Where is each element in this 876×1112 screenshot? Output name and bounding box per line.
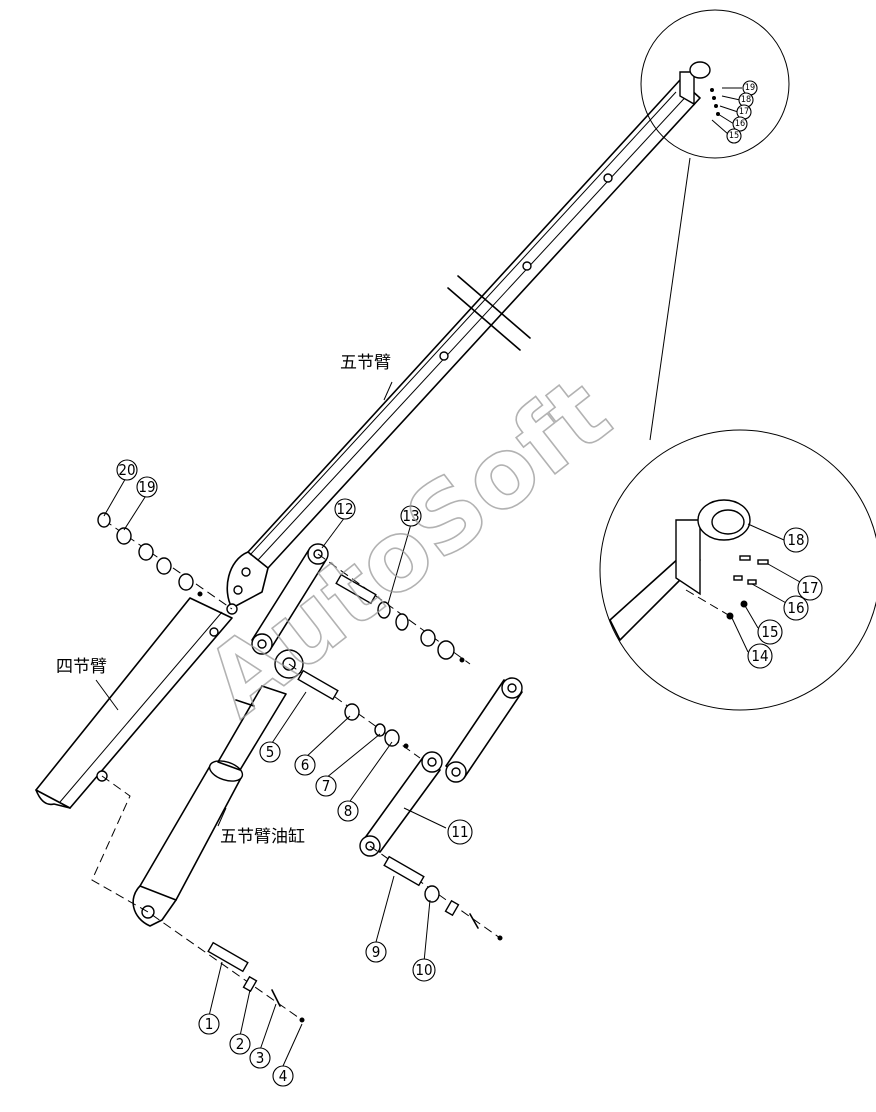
label-four-section-arm: 四节臂	[56, 657, 107, 677]
callout-3: 3	[249, 1047, 271, 1069]
svg-text:13: 13	[402, 507, 419, 525]
svg-text:16: 16	[735, 119, 745, 129]
pin-group-middle	[288, 663, 421, 759]
five-section-arm	[226, 79, 701, 615]
svg-text:1: 1	[205, 1015, 214, 1033]
svg-text:9: 9	[372, 943, 381, 961]
callout-19: 19	[136, 476, 158, 498]
svg-text:15: 15	[761, 623, 778, 641]
detail-top	[640, 9, 790, 441]
link-plates	[251, 543, 523, 857]
leader-lines	[95, 87, 801, 1067]
callout-14: 14	[747, 643, 773, 669]
callout-6: 6	[294, 754, 316, 776]
pin-group-upper	[317, 553, 471, 665]
callout-17: 17	[797, 575, 823, 601]
svg-text:2: 2	[236, 1035, 245, 1053]
callout-1: 1	[198, 1013, 220, 1035]
callout-8: 8	[337, 800, 359, 822]
callout-20: 20	[116, 459, 138, 481]
svg-text:11: 11	[451, 823, 468, 841]
callout-7: 7	[315, 775, 337, 797]
callout-small-15: 15	[726, 128, 742, 144]
callout-10: 10	[412, 958, 436, 982]
callout-18: 18	[783, 527, 809, 553]
callout-15: 15	[757, 619, 783, 645]
callout-small-16: 16	[732, 116, 748, 132]
svg-text:19: 19	[138, 478, 155, 496]
four-section-arm	[35, 597, 233, 809]
detail-magnified	[599, 429, 876, 711]
svg-text:18: 18	[741, 95, 751, 105]
callout-11: 11	[447, 819, 473, 845]
label-five-section-arm: 五节臂	[340, 353, 391, 373]
svg-text:10: 10	[415, 961, 432, 979]
pin-group-left	[97, 512, 233, 610]
svg-text:5: 5	[266, 743, 275, 761]
callout-16: 16	[783, 595, 809, 621]
svg-text:17: 17	[801, 579, 818, 597]
svg-text:12: 12	[336, 500, 353, 518]
svg-text:7: 7	[322, 777, 331, 795]
label-five-section-arm-cylinder: 五节臂油缸	[220, 826, 305, 847]
svg-text:3: 3	[256, 1049, 265, 1067]
pin-group-base	[91, 775, 305, 1023]
svg-text:17: 17	[739, 107, 749, 117]
svg-text:16: 16	[787, 599, 804, 617]
svg-text:14: 14	[751, 647, 768, 665]
svg-text:8: 8	[344, 802, 353, 820]
svg-text:18: 18	[787, 531, 804, 549]
callout-5: 5	[259, 741, 281, 763]
callout-13: 13	[400, 505, 422, 527]
svg-text:15: 15	[729, 131, 739, 141]
callout-2: 2	[229, 1033, 251, 1055]
callout-9: 9	[365, 941, 387, 963]
callout-4: 4	[272, 1065, 294, 1087]
svg-text:20: 20	[118, 461, 135, 479]
callout-12: 12	[334, 498, 356, 520]
svg-text:19: 19	[745, 83, 755, 93]
pin-group-lower	[369, 845, 503, 941]
svg-text:4: 4	[279, 1067, 288, 1085]
callouts: 20 19 12 13 5 6 7 8 11 9 10 1 2 3 4 18 1…	[116, 80, 823, 1087]
svg-text:6: 6	[301, 756, 310, 774]
